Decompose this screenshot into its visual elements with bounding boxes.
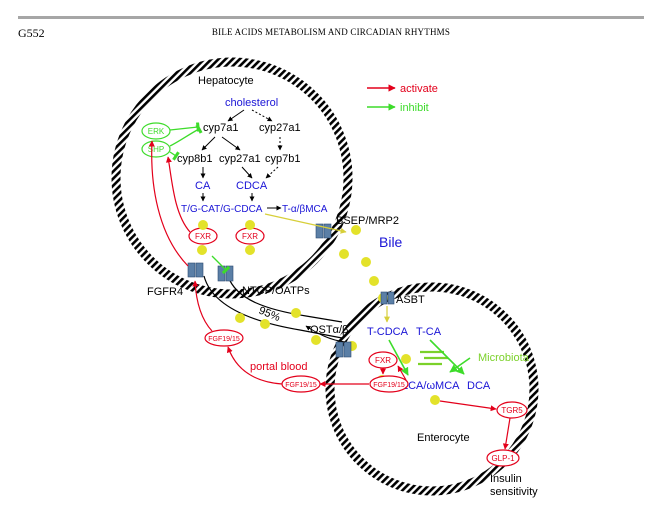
page-header: G552 BILE ACIDS METABOLISM AND CIRCADIAN… [0, 0, 662, 40]
asbt-label: ASBT [396, 294, 425, 306]
arrow-cyp27a1-cdca [241, 166, 253, 179]
cdca-label: CDCA [236, 180, 268, 192]
fgf-enterocyte-label: FGF19/15 [373, 382, 405, 389]
arrow-dca-tgr5 [439, 400, 497, 412]
arrow-tcdca-lca [388, 339, 409, 376]
shp-inhibits-cyp7a1 [169, 124, 203, 147]
tgr5-node [496, 401, 528, 419]
transporter-asbt[interactable] [380, 291, 395, 305]
transporter-ost[interactable] [335, 341, 352, 358]
fxr-hepatocyte-left-label: FXR [195, 232, 211, 241]
legend-inhibit-label: inhibit [400, 102, 429, 114]
tca-label: T-CA [416, 326, 442, 338]
arrow-cyp7a1-cyp27a1 [221, 136, 241, 151]
conjugated-bile-acids-label: T/G-CAT/G-CDCA [181, 204, 263, 215]
arrow-ost-efflux [305, 325, 346, 343]
fgf-portal-lower-label: FGF19/15 [285, 382, 317, 389]
arrow-cholesterol-cyp7a1 [227, 109, 245, 122]
microbiota-label: Microbiota [478, 352, 530, 364]
arrow-fgf-lower-to-upper [226, 346, 283, 385]
shp-label: SHP [148, 145, 164, 154]
fgfr4-label: FGFR4 [147, 286, 183, 298]
dca-label: DCA [467, 380, 491, 392]
arrow-cholesterol-cyp27a1 [251, 109, 273, 122]
tcdca-label: T-CDCA [367, 326, 409, 338]
cyp7a1-label: cyp7a1 [203, 122, 238, 134]
fxr-activates-shp [165, 156, 191, 233]
ntcp-label: NTCP/OATPs [242, 285, 310, 297]
cyp7b1-label: cyp7b1 [265, 153, 300, 165]
running-title: BILE ACIDS METABOLISM AND CIRCADIAN RHYT… [211, 27, 451, 37]
bsep-label: BSEP/MRP2 [336, 215, 399, 227]
legend-activate-label: activate [400, 83, 438, 95]
cyp27a1-top-label: cyp27a1 [259, 122, 301, 134]
arrow-fgf-to-fgfr4 [192, 280, 213, 332]
arrow-fgfr4-to-erk [148, 140, 189, 267]
transporter-bsep[interactable] [315, 223, 332, 239]
arrow-cyp7b1-cdca [265, 166, 279, 179]
erk-label: ERK [148, 127, 165, 136]
hepatocyte-membrane [111, 57, 353, 299]
enterocyte-label: Enterocyte [417, 432, 470, 444]
bile-label: Bile [379, 234, 403, 250]
microbiota-symbol [418, 350, 448, 366]
arrow-export-to-bile [264, 213, 347, 234]
mca-label: T-α/βMCA [282, 204, 328, 215]
ca-label: CA [195, 180, 211, 192]
cyp27a1-mid-label: cyp27a1 [219, 153, 261, 165]
shp-inhibits-cyp8b1 [169, 151, 180, 161]
fgf-enterocyte [369, 375, 409, 393]
glp1-label: GLP-1 [491, 454, 515, 463]
header-rule [18, 16, 644, 19]
portal-blood-label: portal blood [250, 361, 308, 373]
sensitivity-label: sensitivity [490, 486, 538, 498]
fxr-hepatocyte-right-label: FXR [242, 232, 258, 241]
glp1-node [486, 449, 520, 467]
insulin-label: Insulin [490, 473, 522, 485]
arrow-ntcp-uptake [211, 255, 231, 275]
lca-label: LCA/ωMCA [402, 380, 460, 392]
arrow-tca-dca [429, 339, 465, 375]
bile-acid-dots [197, 220, 440, 405]
ost-label: OSTα/β [310, 324, 348, 336]
hepatocyte-label: Hepatocyte [198, 75, 254, 87]
arrow-microbiota-lca [449, 357, 471, 373]
fxr-enterocyte-label: FXR [375, 356, 391, 365]
tgr5-label: TGR5 [501, 406, 523, 415]
cholesterol-label: cholesterol [225, 97, 278, 109]
cyp8b1-label: cyp8b1 [177, 153, 212, 165]
erk-node [141, 122, 171, 140]
legend: activate inhibit [367, 83, 438, 114]
transporter-fgfr4[interactable] [187, 262, 204, 278]
transporter-ntcp[interactable] [217, 265, 234, 282]
enterocyte-membrane [325, 282, 539, 496]
fgf-portal-upper-label: FGF19/15 [208, 336, 240, 343]
arrow-tgr5-glp1 [502, 417, 511, 450]
fgf-portal-upper [204, 329, 244, 347]
arrow-lca-to-fxr [397, 365, 407, 381]
page-code: G552 [18, 26, 45, 40]
erk-inhibits-cyp7a1 [169, 122, 200, 132]
arrow-cyp7a1-cyp8b1 [201, 136, 216, 151]
